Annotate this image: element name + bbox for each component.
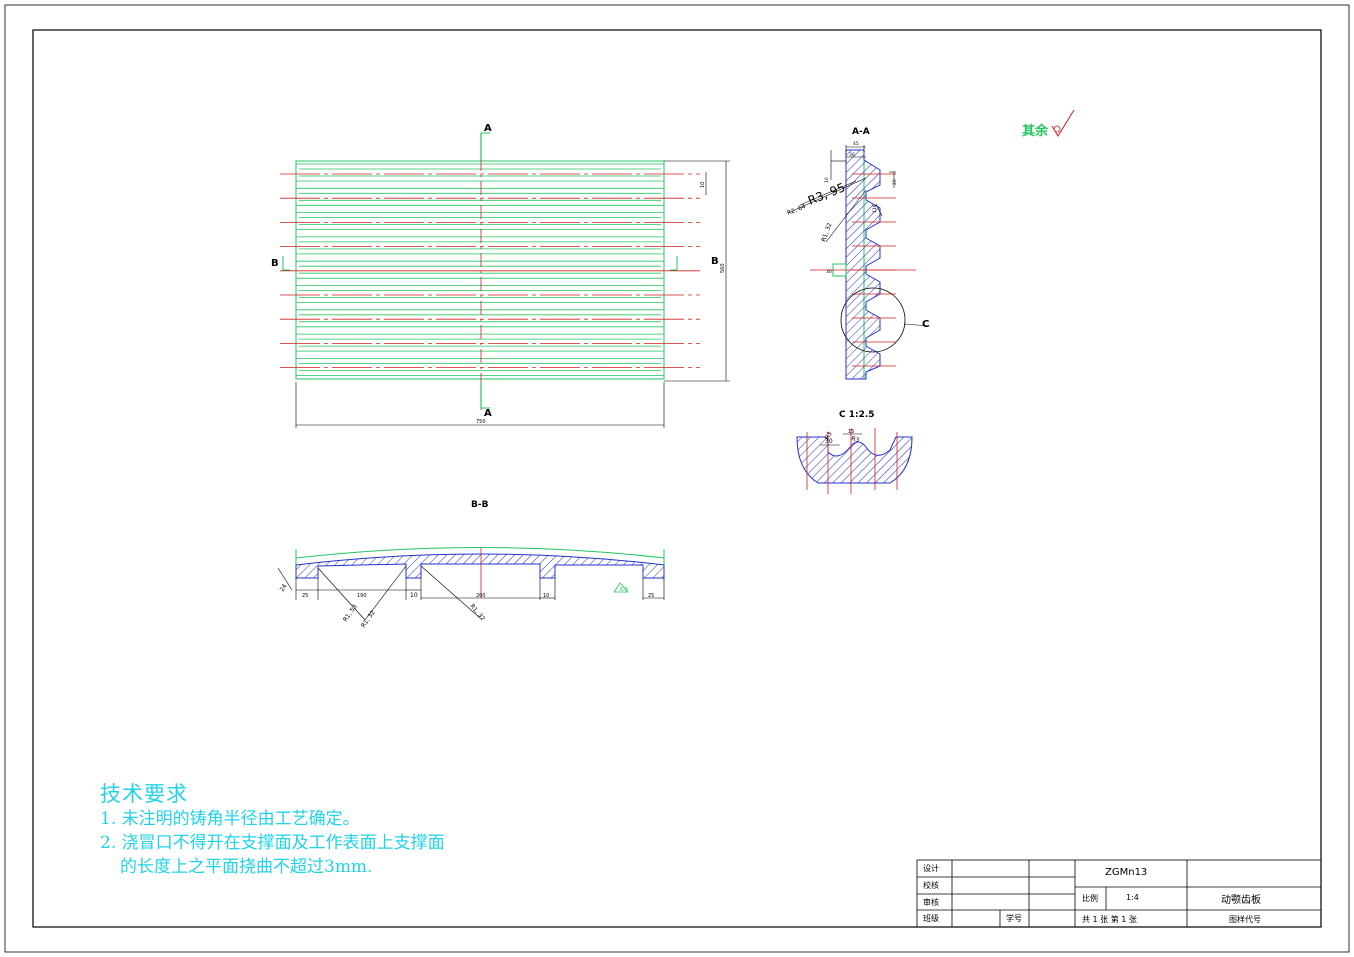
technical-requirements: 技术要求 1. 未注明的铸角半径由工艺确定。 2. 浇冒口不得开在支撑面及工作表… (100, 781, 445, 879)
tb-check: 校核 (923, 881, 939, 890)
aa-dim-top: 45 (853, 141, 859, 147)
tb-scale-value: 1:4 (1126, 893, 1139, 902)
roughness-symbol: 其余 (1022, 109, 1075, 139)
inner-frame (32, 29, 1322, 928)
tb-part-name: 动颚齿板 (1221, 895, 1261, 906)
bb-dim-10: 10 (410, 592, 418, 599)
plate-outline (295, 160, 665, 380)
title-block: 设计 校核 审核 班级 学号 ZGMn13 比例 1:4 动颚齿板 共 1 张 … (917, 860, 1321, 926)
c-dim-r3: R3 (824, 430, 834, 441)
c-dim-15: 15 (848, 429, 854, 435)
bb-dim-10b: 10 (543, 593, 549, 599)
section-bb: B-B 25 24 190 10 20 (277, 500, 665, 629)
detail-c-circle (840, 287, 906, 353)
bb-teeth-curve (295, 547, 665, 559)
tb-student-no: 学号 (1006, 914, 1022, 923)
cut-label-b-right: B (711, 256, 719, 267)
aa-dim-10: 10 (824, 177, 830, 183)
bb-dim-25b: 25 (648, 593, 654, 599)
bb-r132b: R1, 32 (468, 603, 486, 623)
bb-dim-24: 24 (279, 583, 289, 593)
front-view: A A B B 560 10 750 (271, 123, 730, 428)
aa-dim-20: 20 (892, 179, 898, 185)
detail-c-ref: C (922, 319, 929, 330)
tb-design: 设计 (923, 864, 939, 873)
title-block-grid (916, 859, 1322, 928)
c-dim-r3b: R3 (850, 435, 860, 444)
bb-dim-200: 200 (476, 593, 486, 599)
bb-hatched-profile (295, 553, 665, 579)
tb-class: 班级 (923, 914, 939, 923)
aa-r395: R3, 95 (806, 180, 847, 208)
detail-c-title: C 1:2.5 (839, 410, 875, 420)
notes-line-1: 1. 未注明的铸角半径由工艺确定。 (100, 809, 360, 829)
cut-label-a-bottom: A (484, 408, 492, 419)
notes-line-3: 的长度上之平面挠曲不超过3mm. (120, 857, 373, 877)
c-dim-30: 30 (825, 438, 833, 445)
notes-line-2: 2. 浇冒口不得开在支撑面及工作表面上支撑面 (100, 833, 445, 853)
aa-dim-30b: 30 (826, 269, 832, 275)
aa-dim-30: 30 (849, 152, 855, 158)
cut-label-a-top: A (484, 123, 492, 134)
tb-review: 审核 (923, 898, 939, 907)
cut-label-b-left: B (271, 258, 279, 269)
bb-r132: R1, 32 (360, 609, 377, 629)
section-aa-title: A-A (852, 127, 870, 137)
tb-material: ZGMn13 (1105, 867, 1148, 878)
dim-height: 560 (720, 263, 726, 273)
dim-pitch: 10 (700, 182, 706, 188)
aa-r132: R1, 32 (820, 222, 833, 243)
bb-roughness-mark (613, 582, 629, 593)
bb-dim-25: 25 (302, 593, 308, 599)
roughness-note: 其余 (1022, 123, 1049, 139)
bb-roughness-value: 6.3 (620, 587, 628, 593)
bb-dim-190: 190 (357, 593, 367, 599)
section-aa: A-A C 45 30 10 20 116 30 R3, 95 R2, 64 R… (786, 127, 931, 380)
dim-width: 750 (476, 419, 486, 425)
aa-dim-116: 116 (872, 204, 878, 213)
detail-c: C 1:2.5 30 R3 15 R3 (796, 410, 913, 494)
aa-r264: R2, 64 (786, 203, 807, 217)
tb-sheets: 共 1 张 第 1 张 (1082, 915, 1137, 924)
notes-title: 技术要求 (100, 782, 188, 806)
tb-drawing-code: 图样代号 (1229, 915, 1261, 924)
aa-hatched-profile (845, 149, 881, 380)
detail-c-profile (796, 436, 913, 484)
bb-r153: R1, 53 (342, 603, 359, 623)
tb-scale-label: 比例 (1082, 894, 1098, 903)
section-bb-title: B-B (471, 500, 489, 510)
outer-frame (4, 4, 1350, 953)
